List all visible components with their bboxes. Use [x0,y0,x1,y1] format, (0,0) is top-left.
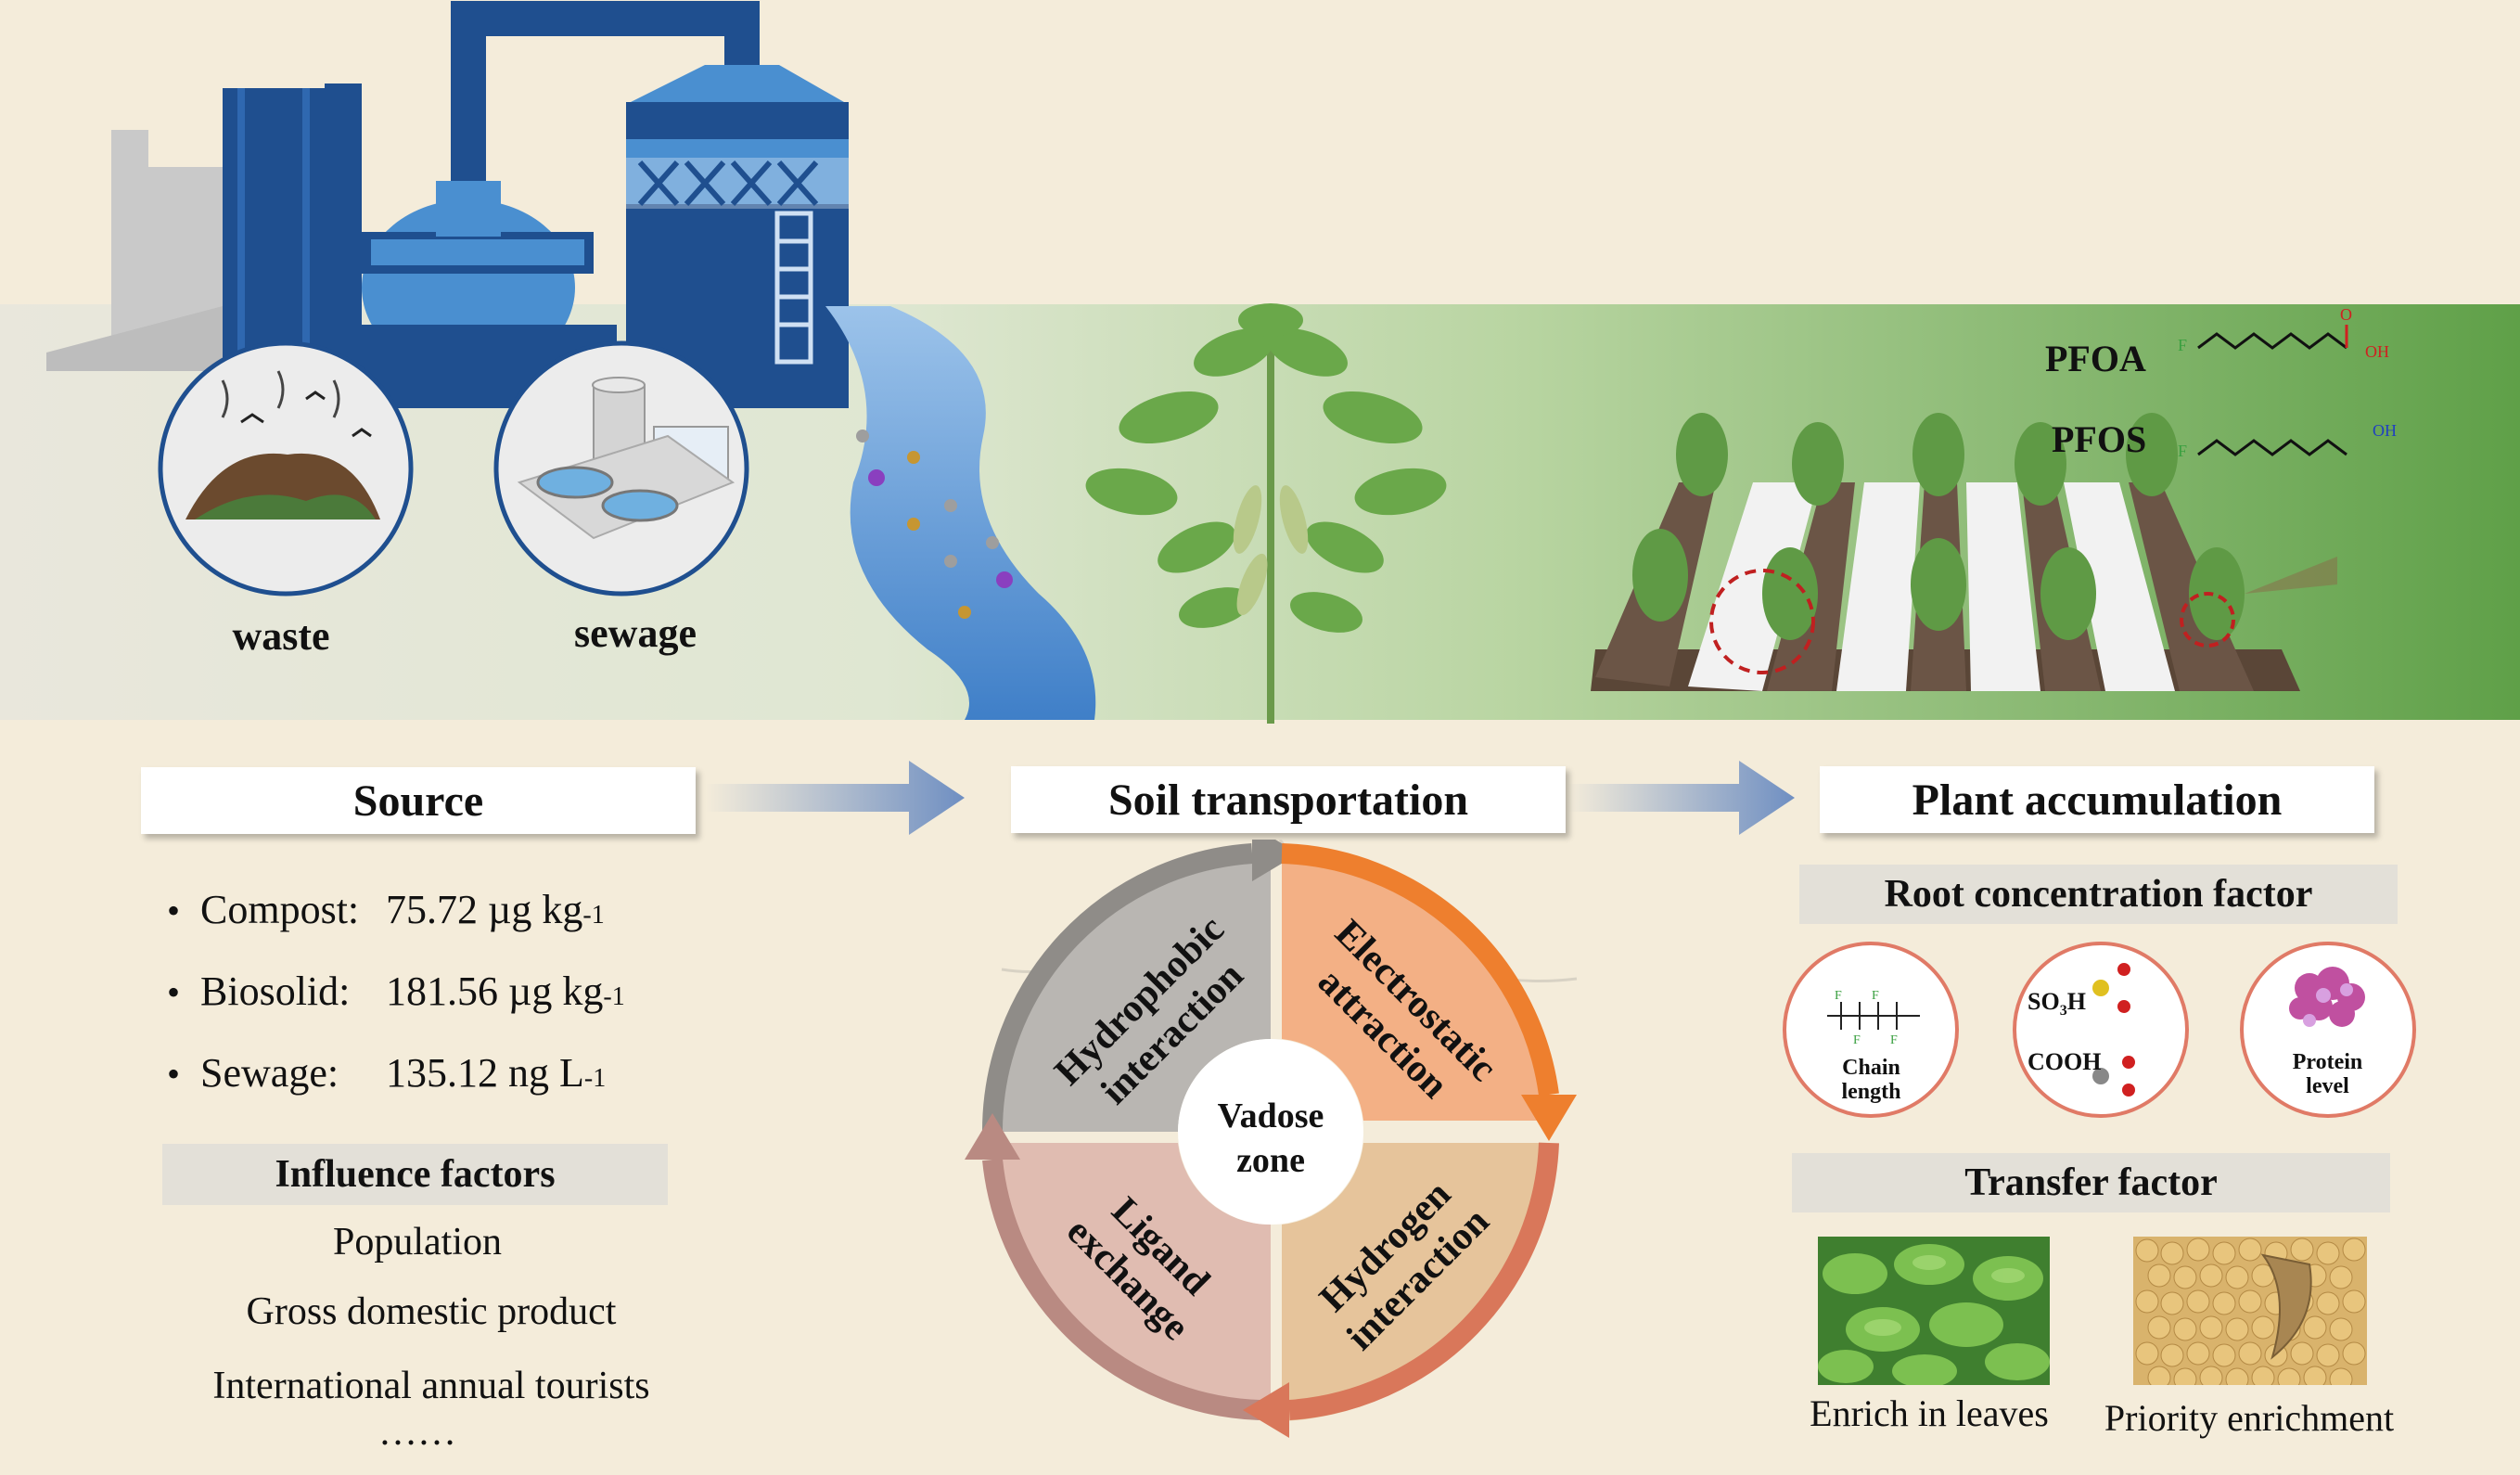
arrow-source-to-soil [705,761,965,835]
vadose-zone-line1: Vadose [1218,1097,1324,1135]
rcf-caption-line: length [1841,1080,1901,1104]
soil-title: Soil transportation [1011,766,1566,833]
soybeans-photo [2133,1237,2367,1385]
quadrant-hydrogen [1282,1143,1550,1421]
waste-icon [158,340,414,596]
source-item-compost: •Compost: 75.72 µg kg-1 [167,887,605,932]
chain-f: F [1890,1033,1898,1047]
sewage-label: sewage [574,610,697,656]
chain-length-icon [1783,942,1959,1118]
vadose-zone-line2: zone [1236,1141,1305,1180]
arrow-soil-to-plant [1567,761,1795,835]
tf-item-priority: Priority enrichment [2104,1397,2395,1439]
top-scene: PFOA PFOS OH O OH F F waste sewage [0,1,2520,724]
tf-item-leaves: Enrich in leaves [1810,1392,2049,1434]
influence-item-ellipsis: …… [378,1411,456,1454]
quadrant-electrostatic [1282,853,1549,1121]
pfoa-o: O [2340,305,2352,324]
quadrant-ligand [992,1143,1271,1411]
source-item-value: 181.56 µg kg [386,968,604,1014]
chain-f: F [1853,1033,1861,1047]
rcf-caption-line: level [2306,1074,2349,1098]
chain-icon [1827,1002,1920,1030]
source-item-exp: -1 [603,982,625,1011]
rcf-icons: F F F F [1783,942,2416,1118]
river [825,306,1096,720]
rcf-title: Root concentration factor [1799,865,2398,924]
influence-item: Population [332,1221,502,1263]
quadrant-hydrophobic [992,853,1271,1132]
pfos-label: PFOS [2052,418,2146,460]
soil-cycle-diagram: Vadose zone Hydrophobic interaction Elec… [965,840,1578,1438]
soybean-plant-icon [1085,303,1447,724]
source-item-sewage: •Sewage: 135.12 ng L-1 [167,1050,607,1096]
chain-f: F [1872,989,1879,1003]
sewage-icon [493,340,749,596]
cooh-label: COOH [2028,1048,2102,1075]
source-item-value: 75.72 µg kg [386,887,583,932]
source-item-exp: -1 [583,1064,607,1093]
source-item-label: Compost: [200,887,360,932]
rcf-caption-line: Protein [2292,1050,2363,1074]
rcf-item-protein-level: Protein level [2274,1050,2381,1098]
pollutant-particles [856,430,1013,619]
pfoa-oh: OH [2365,342,2389,361]
source-item-label: Biosolid: [200,968,351,1014]
pfos-f: F [2178,442,2187,460]
tf-title: Transfer factor [1792,1153,2390,1212]
leaves-photo [1818,1237,2050,1385]
pfoa-f: F [2178,336,2187,354]
influence-item: International annual tourists [212,1365,650,1407]
source-item-biosolid: •Biosolid: 181.56 µg kg-1 [167,968,625,1014]
source-title: Source [141,767,696,834]
waste-label: waste [232,613,329,659]
chain-f: F [1835,989,1842,1003]
functional-group-icon [2013,942,2189,1118]
influence-factors-title: Influence factors [162,1144,668,1205]
pfos-structure-icon [2197,439,2347,456]
pfoa-structure-icon [2197,325,2348,350]
plant-title: Plant accumulation [1820,766,2374,833]
pfoa-label: PFOA [2045,338,2146,379]
pfos-oh: OH [2373,421,2397,440]
field-rows-icon [1591,413,2337,691]
source-item-label: Sewage: [200,1050,339,1096]
rcf-caption-line: Chain [1842,1056,1900,1080]
so3h-label: SO3H [2028,988,2086,1020]
protein-level-icon [2240,942,2416,1118]
influence-item: Gross domestic product [246,1290,617,1333]
source-item-value: 135.12 ng L [386,1050,584,1096]
source-item-exp: -1 [582,901,605,930]
rcf-item-chain-length: Chain length [1818,1056,1925,1104]
